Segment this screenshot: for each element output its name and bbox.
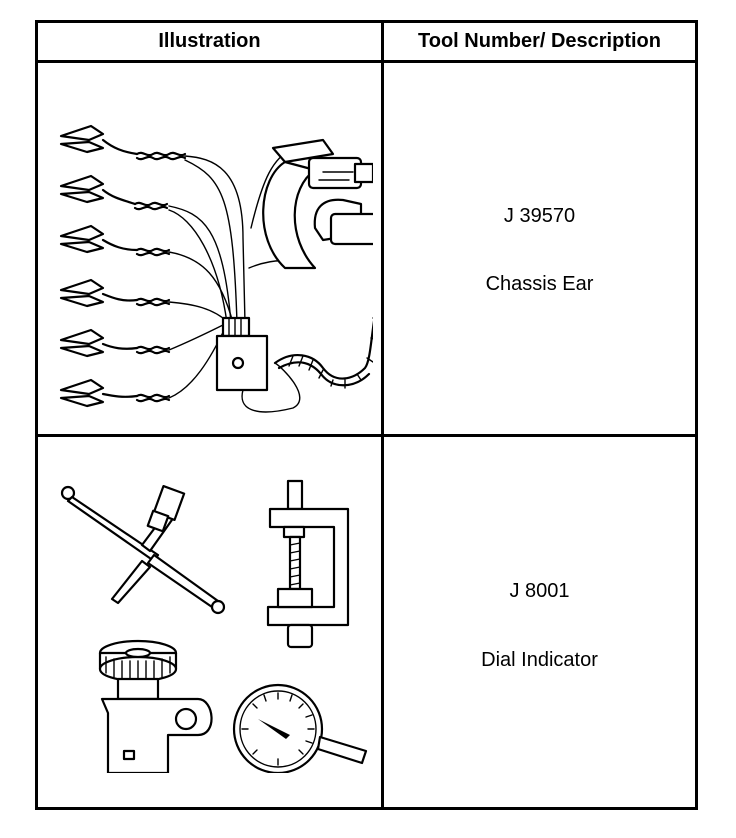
header-tool-number-description: Tool Number/ Description bbox=[418, 30, 661, 52]
row-divider bbox=[38, 434, 695, 437]
dial-indicator-set-icon bbox=[58, 473, 368, 773]
chassis-ear-kit-icon bbox=[53, 118, 373, 418]
header-divider bbox=[38, 60, 695, 63]
header-illustration: Illustration bbox=[158, 30, 261, 52]
tool-description: Chassis Ear bbox=[485, 273, 594, 295]
tool-table: Illustration Tool Number/ Description J … bbox=[35, 20, 698, 810]
tool-number: J 39570 bbox=[503, 205, 576, 227]
tool-description: Dial Indicator bbox=[481, 649, 598, 671]
column-divider bbox=[381, 23, 384, 807]
tool-number: J 8001 bbox=[509, 580, 570, 602]
